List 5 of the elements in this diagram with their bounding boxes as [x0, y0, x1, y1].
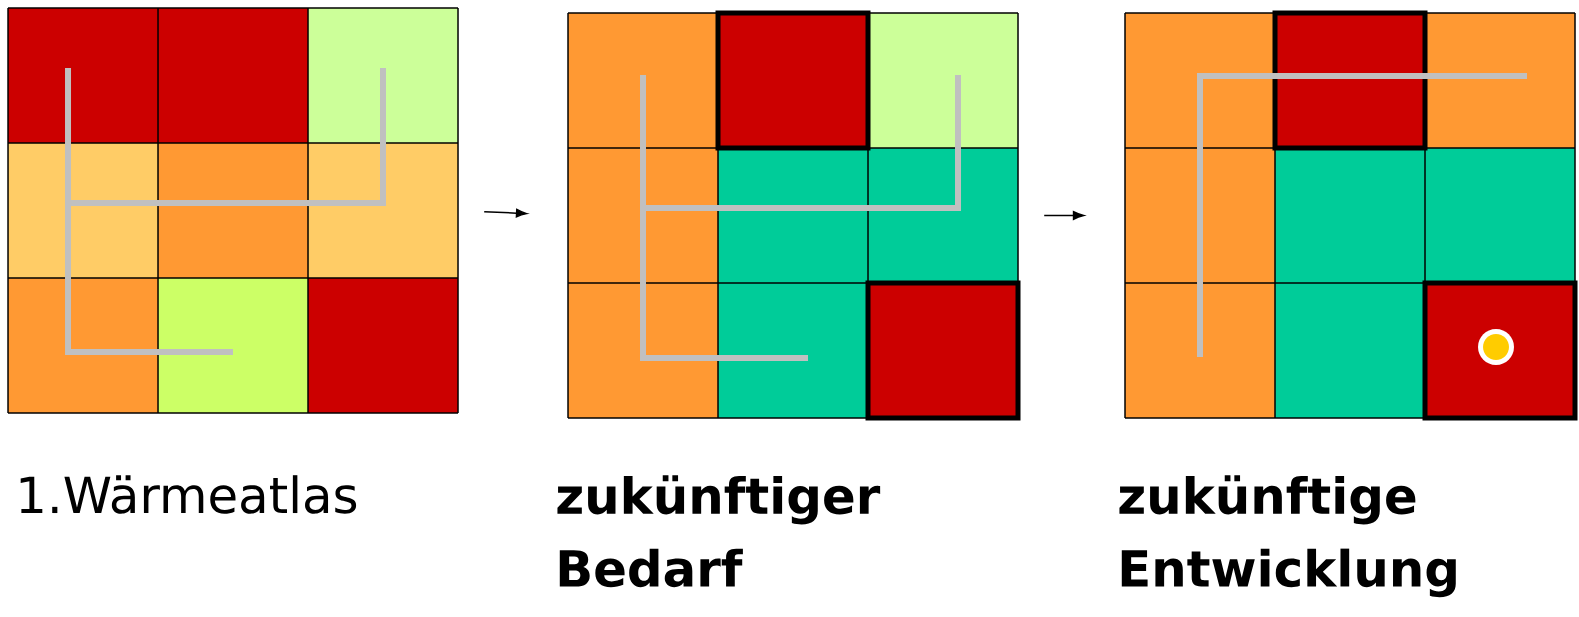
map-caption: zukünftiger Bedarf [557, 475, 881, 588]
arrow [483, 208, 528, 218]
arrow [1043, 211, 1085, 220]
map-caption: 1.Wärmeatlas [20, 475, 357, 514]
map-caption: zukünftige Entwicklung [1119, 475, 1456, 598]
